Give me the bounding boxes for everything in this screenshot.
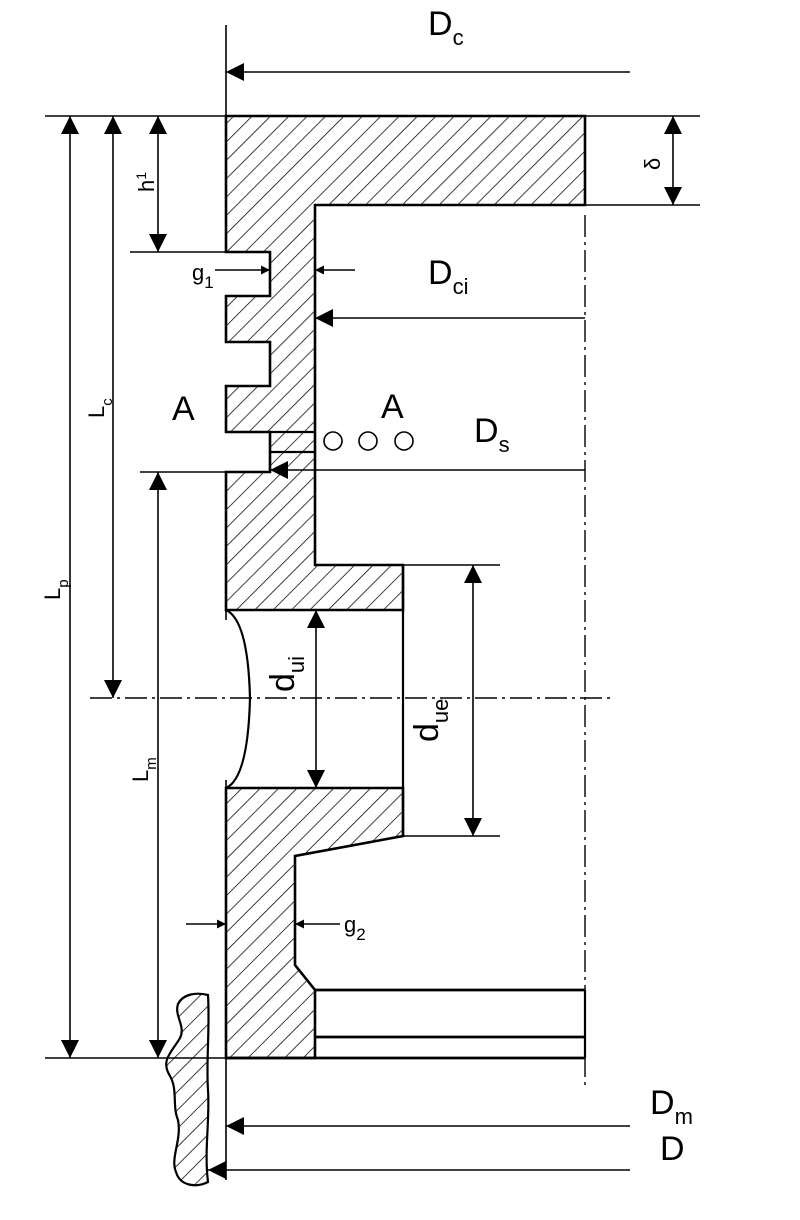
- label-D: D: [660, 1130, 685, 1168]
- label-due: due: [408, 699, 453, 742]
- skirt-section: [224, 786, 405, 1060]
- label-Lc: Lc: [84, 398, 116, 418]
- label-Dm: Dm: [650, 1084, 693, 1129]
- label-delta: δ: [640, 158, 665, 170]
- label-Lm: Lm: [128, 757, 160, 782]
- label-g2: g2: [344, 912, 366, 944]
- break-line-detail: [165, 992, 210, 1187]
- label-Dc: Dc: [428, 5, 464, 50]
- label-h1: h1: [133, 172, 159, 192]
- label-dui: dui: [264, 656, 309, 692]
- label-section-A-left: A: [172, 390, 195, 428]
- crown-section: [224, 114, 587, 612]
- label-Ds: Ds: [474, 412, 510, 457]
- label-section-A-right: A: [381, 388, 404, 426]
- label-g1: g1: [192, 260, 214, 292]
- label-Dci: Dci: [428, 254, 468, 299]
- label-Lp: Lp: [40, 579, 72, 600]
